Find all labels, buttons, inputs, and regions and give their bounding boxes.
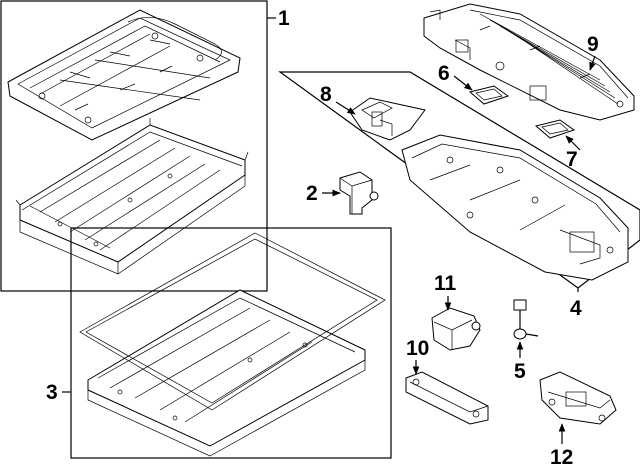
callout-7-label: 7: [566, 148, 578, 171]
rail-part-10: [405, 371, 489, 425]
group-box-3: [70, 227, 392, 459]
callout-12-label: 12: [550, 446, 573, 469]
actuator-part-11: [431, 307, 481, 351]
callout-9-label: 9: [587, 33, 599, 56]
callout-12: 12: [550, 423, 573, 469]
callout-5-label: 5: [514, 360, 526, 383]
lower-tray: [87, 289, 366, 457]
callout-1-label: 1: [278, 7, 290, 30]
gasket-part-6: [468, 85, 510, 105]
callout-1: 1: [267, 7, 290, 30]
callout-3: 3: [46, 381, 71, 404]
bracket-part-8: [349, 97, 426, 141]
module-part-9: [423, 3, 635, 121]
callout-11: 11: [434, 272, 457, 311]
battery-frame: [15, 118, 249, 275]
callout-4-label: 4: [570, 297, 582, 320]
upper-housing-part-4: [401, 134, 629, 281]
callout-5: 5: [514, 341, 526, 383]
bracket-part-2: [339, 171, 379, 215]
callout-10: 10: [406, 337, 429, 375]
tray-seal-gasket: [79, 232, 386, 411]
sensor-part-5: [513, 299, 539, 340]
callout-10-label: 10: [406, 337, 429, 360]
upper-cover-tray: [7, 9, 241, 141]
callout-4: 4: [570, 288, 582, 320]
callout-8-label: 8: [320, 83, 332, 106]
callout-3-label: 3: [46, 381, 58, 404]
group-box-1: [0, 0, 268, 292]
callout-6-label: 6: [438, 62, 450, 85]
gasket-part-7: [534, 119, 576, 139]
callout-6: 6: [438, 62, 473, 91]
callout-2-label: 2: [306, 182, 318, 205]
callout-11-label: 11: [434, 272, 457, 295]
callout-7: 7: [565, 135, 581, 171]
callout-8: 8: [320, 83, 356, 115]
callout-9: 9: [587, 33, 599, 71]
callout-2: 2: [306, 182, 341, 205]
mount-part-12: [539, 371, 617, 425]
